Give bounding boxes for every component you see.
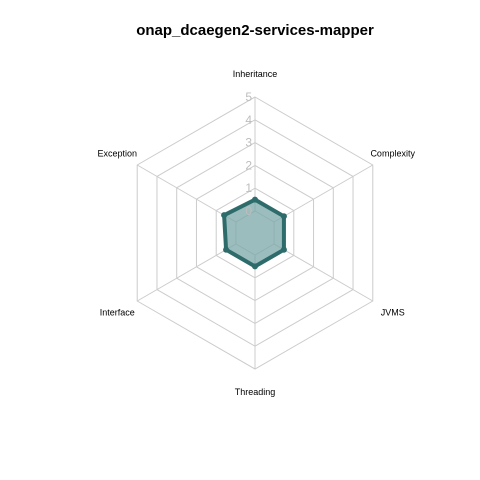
tick-label: 4 [245,113,252,127]
tick-label: 0 [245,204,252,218]
tick-label: 5 [245,90,252,104]
series-point [223,246,230,253]
tick-label: 1 [245,181,252,195]
tick-label: 2 [245,158,252,172]
tick-label: 3 [245,136,252,150]
axis-label: JVMS [381,308,405,318]
series-point [221,212,228,219]
grid-spoke [273,243,374,302]
grid-spoke [273,164,374,223]
series-point [252,196,258,203]
axis-label: Complexity [370,149,415,159]
axis-label: Threading [235,387,276,397]
radar-grid [136,96,374,370]
series-area [222,197,286,269]
chart-title: onap_dcaegen2-services-mapper [136,22,374,39]
radar-series [221,196,287,270]
axis-label: Exception [98,149,138,159]
series-point [280,213,287,220]
series-point [252,263,258,270]
axis-label: Interface [100,308,135,318]
grid-spoke [136,164,237,223]
radar-tick-labels: 0 1 2 3 4 5 [245,90,252,218]
grid-spoke [136,243,237,302]
axis-label: Inheritance [233,69,278,79]
series-point [280,246,287,253]
